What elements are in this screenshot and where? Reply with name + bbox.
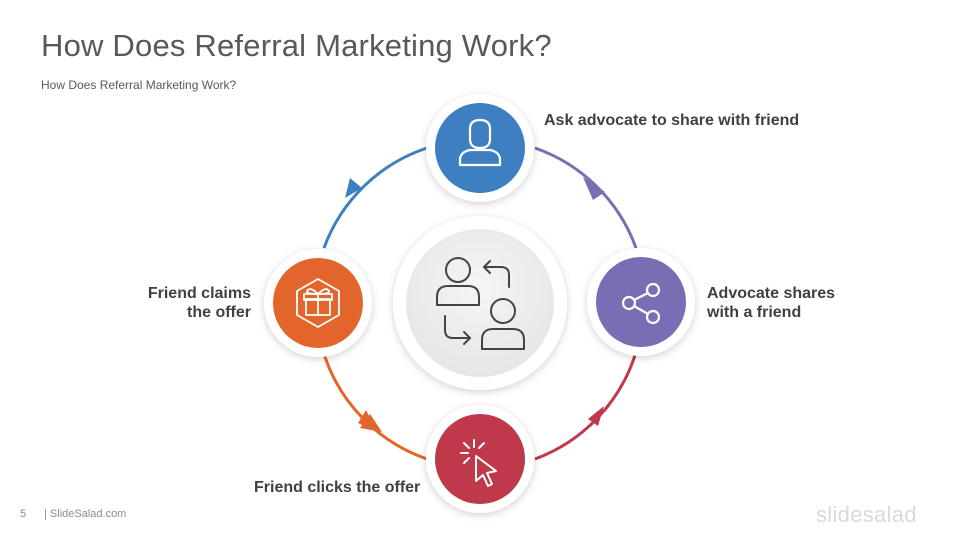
cursor-click-icon	[460, 439, 497, 487]
slide-title: How Does Referral Marketing Work?	[41, 28, 552, 63]
step-label-friend-claims: Friend claims the offer	[147, 285, 251, 321]
step-label-advocate-shares: Advocate shares with a friend	[707, 285, 836, 321]
slidesalad-logo: slidesalad	[816, 502, 917, 527]
slide-subtitle: How Does Referral Marketing Work?	[41, 78, 237, 92]
arc-bottom-to-left	[322, 353, 428, 461]
step-label-friend-clicks: Friend clicks the offer	[254, 479, 421, 496]
arc-top-to-right	[534, 146, 638, 249]
share-icon	[621, 282, 661, 325]
arrowhead-top	[345, 178, 362, 198]
arc-right-to-bottom	[534, 351, 638, 461]
arrowhead-right	[583, 177, 605, 200]
user-icon	[458, 118, 502, 167]
node-right-circle	[596, 257, 686, 347]
arc-left-to-top	[322, 146, 428, 249]
users-exchange-icon	[436, 257, 525, 350]
step-label-ask-advocate: Ask advocate to share with friend	[544, 112, 800, 129]
gift-icon	[296, 278, 340, 328]
footer-brand: | SlideSalad.com	[44, 508, 127, 520]
page-number: 5	[20, 508, 27, 520]
arrowhead-bottom	[588, 406, 604, 426]
